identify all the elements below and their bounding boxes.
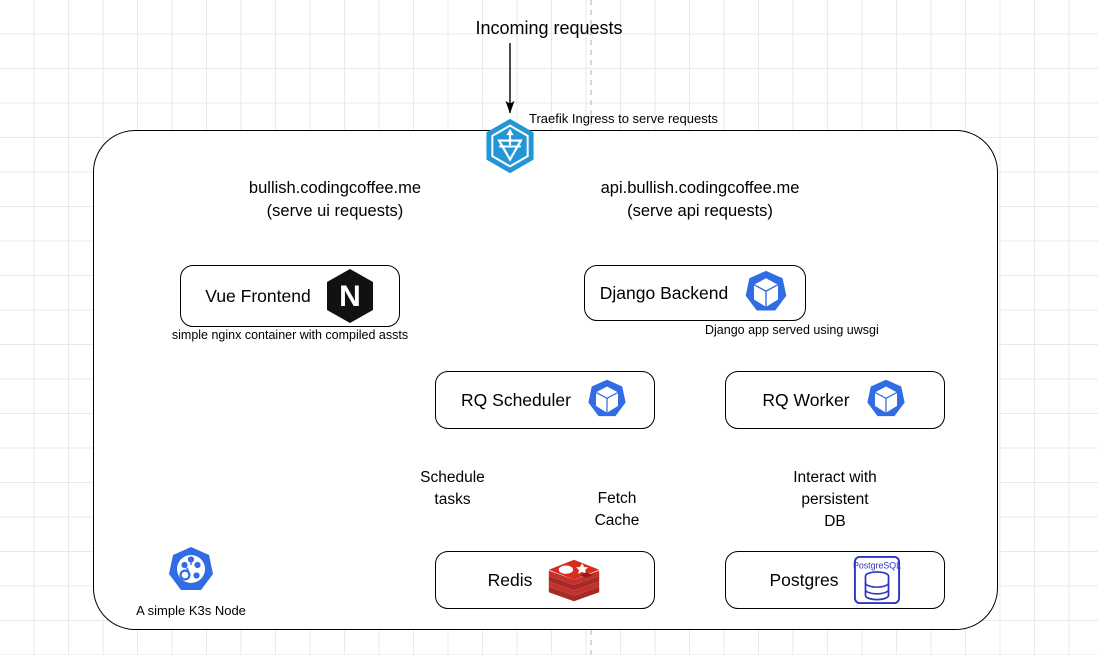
- edge-label-interact-db: Interact with persistent DB: [793, 469, 877, 530]
- postgresql-icon: PostgreSQL: [853, 555, 901, 605]
- traefik-caption: Traefik Ingress to serve requests: [529, 111, 718, 126]
- node-postgres[interactable]: Postgres PostgreSQL: [725, 551, 945, 609]
- kubernetes-pod-icon: [742, 269, 790, 317]
- node-rq-worker-label: RQ Worker: [762, 389, 850, 410]
- k3s-node-group: A simple K3s Node: [136, 545, 246, 618]
- postgres-icon-label: PostgreSQL: [853, 560, 901, 570]
- edge-label-schedule-tasks: Schedule tasks: [420, 469, 485, 508]
- route-label-api: api.bullish.codingcoffee.me (serve api r…: [600, 179, 800, 220]
- k3s-node-caption: A simple K3s Node: [136, 603, 246, 618]
- node-rq-scheduler[interactable]: RQ Scheduler: [435, 371, 655, 429]
- kubernetes-k3s-icon: [150, 545, 232, 597]
- incoming-requests-title: Incoming requests: [475, 18, 623, 38]
- svg-text:N: N: [339, 280, 361, 313]
- node-rq-worker[interactable]: RQ Worker: [725, 371, 945, 429]
- node-django-backend-label: Django Backend: [599, 282, 729, 303]
- nginx-icon: N: [325, 268, 375, 324]
- redis-icon: [546, 558, 602, 603]
- caption-backend: Django app served using uwsgi: [705, 323, 879, 337]
- node-vue-frontend-label: Vue Frontend: [205, 285, 311, 306]
- kubernetes-pod-icon: [585, 378, 629, 422]
- route-label-ui: bullish.codingcoffee.me (serve ui reques…: [248, 179, 422, 220]
- node-rq-scheduler-label: RQ Scheduler: [461, 389, 571, 410]
- edge-label-fetch-cache: Fetch Cache: [594, 490, 640, 529]
- kubernetes-pod-icon: [864, 378, 908, 422]
- node-vue-frontend[interactable]: Vue Frontend N: [180, 265, 400, 327]
- caption-frontend: simple nginx container with compiled ass…: [171, 328, 409, 342]
- node-redis[interactable]: Redis: [435, 551, 655, 609]
- traefik-icon: [481, 117, 539, 175]
- node-django-backend[interactable]: Django Backend: [584, 265, 806, 321]
- node-postgres-label: Postgres: [769, 569, 839, 590]
- node-redis-label: Redis: [487, 569, 533, 590]
